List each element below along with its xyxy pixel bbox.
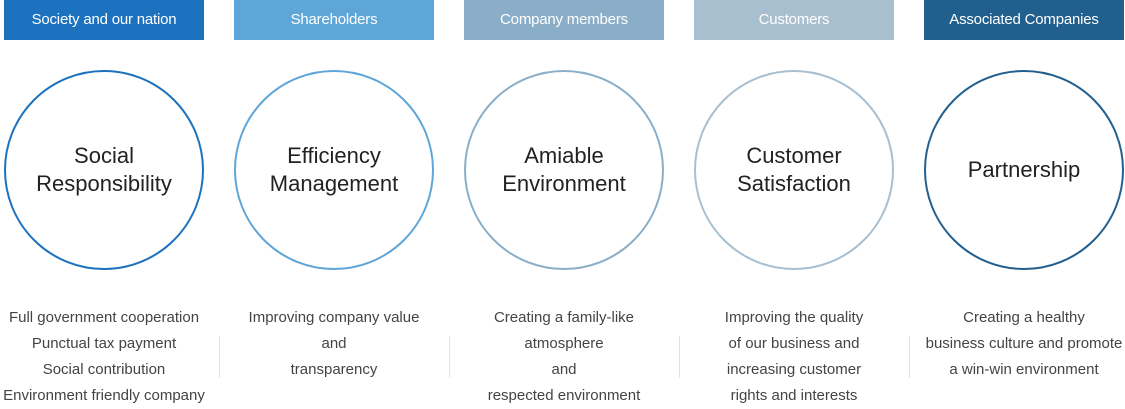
column-divider [679, 336, 680, 378]
column-society: Society and our nation Social Responsibi… [3, 0, 205, 405]
tab-society-and-our-nation[interactable]: Society and our nation [4, 0, 204, 40]
circle-title: Efficiency Management [269, 143, 399, 196]
tab-shareholders[interactable]: Shareholders [234, 0, 434, 40]
column-divider [909, 336, 910, 378]
circle-partnership: Partnership [924, 70, 1124, 270]
column-description: Improving company value and transparency [248, 309, 420, 378]
circle-customer-satisfaction: Customer Satisfaction [694, 70, 894, 270]
column-description: Improving the quality of our business an… [724, 309, 864, 404]
column-associated-companies: Associated Companies Partnership Creatin… [924, 0, 1124, 405]
tab-company-members[interactable]: Company members [464, 0, 664, 40]
column-description: Creating a healthy business culture and … [925, 309, 1123, 378]
column-divider [219, 336, 220, 378]
circle-title: Customer Satisfaction [737, 143, 851, 196]
circle-title: Amiable Environment [502, 143, 626, 196]
column-divider [449, 336, 450, 378]
column-description: Full government cooperation Punctual tax… [3, 309, 205, 404]
circle-efficiency-management: Efficiency Management [234, 70, 434, 270]
circle-title: Social Responsibility [36, 143, 172, 196]
circle-social-responsibility: Social Responsibility [4, 70, 204, 270]
column-description: Creating a family-like atmosphere and re… [487, 309, 641, 404]
column-customers: Customers Customer Satisfaction Improvin… [694, 0, 894, 405]
circle-title: Partnership [967, 157, 1081, 182]
tab-customers[interactable]: Customers [694, 0, 894, 40]
column-shareholders: Shareholders Efficiency Management Impro… [234, 0, 434, 405]
tab-associated-companies[interactable]: Associated Companies [924, 0, 1124, 40]
column-company-members: Company members Amiable Environment Crea… [464, 0, 664, 405]
circle-amiable-environment: Amiable Environment [464, 70, 664, 270]
